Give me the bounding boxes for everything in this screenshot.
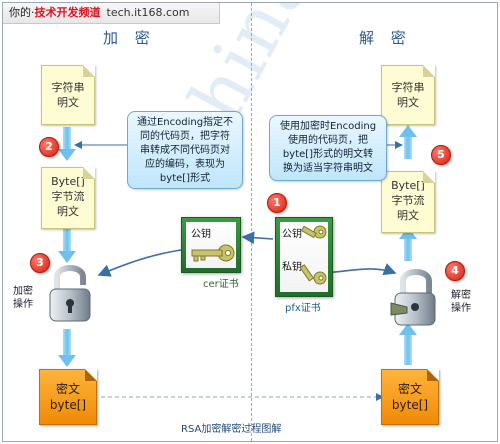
left-note-line4: 应的编码，表现为: [145, 159, 225, 170]
left-byte-line3: 明文: [57, 205, 79, 218]
header-site: tech.it168.com: [106, 6, 190, 19]
right-cipher-doc: 密文 byte[]: [381, 369, 439, 425]
right-note-line4: 换为适当字符串明文: [283, 163, 373, 174]
right-cipher-line1: 密文: [397, 382, 422, 396]
right-flow-arrows: [399, 125, 417, 365]
left-note-line5: byte[]形式: [159, 173, 211, 184]
right-cipher-line2: byte[]: [391, 398, 429, 412]
step-badge-4: 4: [445, 261, 465, 281]
step-badge-2: 2: [39, 137, 59, 157]
step-badge-1: 1: [267, 193, 287, 213]
left-plain-line2: 明文: [57, 96, 79, 109]
left-byte-line2: 字节流: [51, 190, 85, 203]
left-note-line3: 串转成不同代码页对: [140, 145, 230, 156]
left-cipher-line1: 密文: [55, 382, 80, 396]
left-encoding-note: 通过Encoding指定不 同的代码页，把字符 串转成不同代码页对 应的编码，表…: [127, 111, 243, 189]
decrypt-panel-title: 解 密: [359, 29, 412, 47]
right-note-line2: 使用的代码页，把: [288, 135, 368, 146]
encrypt-panel-title: 加 密: [103, 29, 156, 47]
left-note-line2: 同的代码页，把字符: [140, 131, 230, 142]
panel-divider: [251, 3, 252, 441]
right-byte-line1: Byte[]: [391, 179, 425, 192]
encrypt-op-line2: 操作: [13, 299, 33, 310]
right-encoding-note: 使用加密时Encoding 使用的代码页，把 byte[]形式的明文转 换为适当…: [269, 115, 387, 181]
right-plain-line2: 明文: [397, 96, 419, 109]
decrypt-lock-icon: [390, 269, 436, 326]
left-note-line1: 通过Encoding指定不: [136, 117, 234, 128]
right-byte-line2: 字节流: [391, 194, 425, 207]
pfx-to-cer-arrow: [241, 231, 274, 245]
right-note-line3: byte[]形式的明文转: [282, 149, 374, 160]
encrypt-lock-icon: [49, 265, 91, 322]
pfx-certificate: 公钥 私钥: [275, 217, 333, 297]
left-cipher-line2: byte[]: [49, 398, 87, 412]
cer-caption: cer证书: [203, 279, 239, 290]
header-channel: 技术开发频道: [34, 6, 101, 19]
right-byte-doc: Byte[] 字节流 明文: [381, 171, 435, 233]
right-plain-text-doc: 字符串 明文: [381, 65, 435, 125]
left-byte-line1: Byte[]: [51, 175, 85, 188]
left-byte-doc: Byte[] 字节流 明文: [41, 167, 95, 229]
connector-arrows: [58, 125, 417, 401]
decrypt-op-line1: 解密: [451, 290, 471, 301]
diagram-caption: RSA加密解密过程图解: [181, 424, 282, 435]
cer-to-lock-arrow: [97, 248, 190, 277]
right-byte-line3: 明文: [397, 209, 419, 222]
step-badge-3: 3: [30, 253, 50, 273]
cer-public-key-label: 公钥: [191, 229, 211, 240]
encrypt-op-line1: 加密: [13, 286, 33, 297]
pfx-to-lock-arrow: [322, 263, 397, 276]
pfx-public-key-icon: [300, 225, 327, 239]
cer-certificate: 公钥: [181, 217, 241, 273]
decrypt-operation-label: 解密 操作: [451, 289, 471, 315]
left-plain-line1: 字符串: [51, 81, 85, 94]
pfx-public-key-label: 公钥: [282, 229, 302, 240]
right-note-line1: 使用加密时Encoding: [279, 121, 377, 132]
left-flow-arrows: [58, 127, 76, 367]
encrypt-operation-label: 加密 操作: [13, 285, 33, 311]
step-badge-5: 5: [431, 145, 451, 165]
pfx-private-key-label: 私钥: [282, 262, 302, 273]
left-cipher-doc: 密文 byte[]: [39, 369, 97, 425]
right-plain-line1: 字符串: [391, 81, 425, 94]
pfx-private-key-icon: [300, 264, 327, 285]
header-part1: 你的·: [9, 6, 35, 19]
site-header: 你的·技术开发频道 tech.it168.com: [3, 3, 220, 24]
cer-key-icon: [191, 244, 235, 262]
left-plain-text-doc: 字符串 明文: [41, 65, 95, 125]
pfx-caption: pfx证书: [285, 303, 321, 314]
decrypt-op-line2: 操作: [451, 303, 471, 314]
